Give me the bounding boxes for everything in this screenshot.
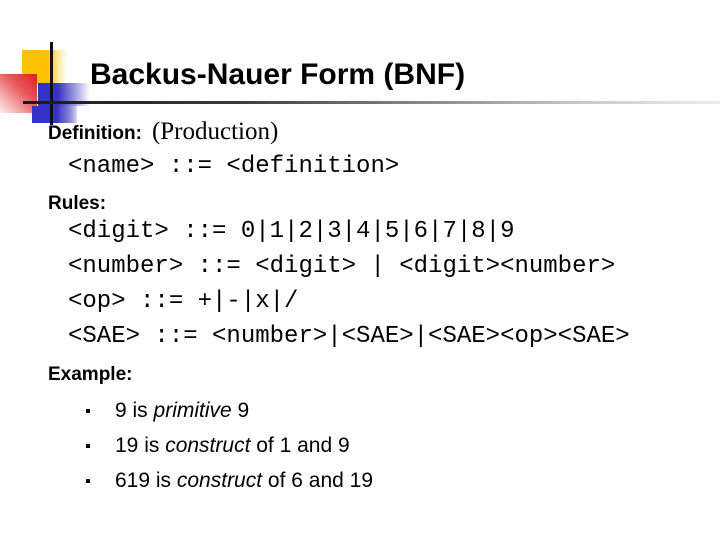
bullet-icon <box>86 479 90 483</box>
definition-row: Definition: (Production) <box>48 118 279 145</box>
example-item-text: 9 is primitive 9 <box>115 399 250 422</box>
example-item-text: 19 is construct of 1 and 9 <box>115 434 350 457</box>
slide-title: Backus-Nauer Form (BNF) <box>90 58 466 91</box>
bnf-rule-sae: <SAE> ::= <number>|<SAE>|<SAE><op><SAE> <box>68 323 630 350</box>
rules-label: Rules: <box>48 193 107 214</box>
example-item-1: 9 is primitive 9 <box>86 398 249 424</box>
example-item-3: 619 is construct of 6 and 19 <box>86 468 373 494</box>
definition-label: Definition: <box>48 123 142 144</box>
bnf-rule-number: <number> ::= <digit> | <digit><number> <box>68 253 616 280</box>
decoration-vertical-line <box>50 42 53 125</box>
bullet-icon <box>86 444 90 448</box>
decoration-blue-square-lower <box>32 106 77 123</box>
example-item-text: 619 is construct of 6 and 19 <box>115 469 374 492</box>
bullet-icon <box>86 409 90 413</box>
example-label: Example: <box>48 364 133 385</box>
production-note: (Production) <box>151 118 279 145</box>
bnf-rule-digit: <digit> ::= 0|1|2|3|4|5|6|7|8|9 <box>68 218 515 245</box>
bnf-rule-op: <op> ::= +|-|x|/ <box>68 288 299 315</box>
example-item-2: 19 is construct of 1 and 9 <box>86 433 350 459</box>
decoration-red-square <box>0 74 37 113</box>
title-underline-rule <box>23 101 720 104</box>
bnf-rule-name: <name> ::= <definition> <box>68 153 400 180</box>
